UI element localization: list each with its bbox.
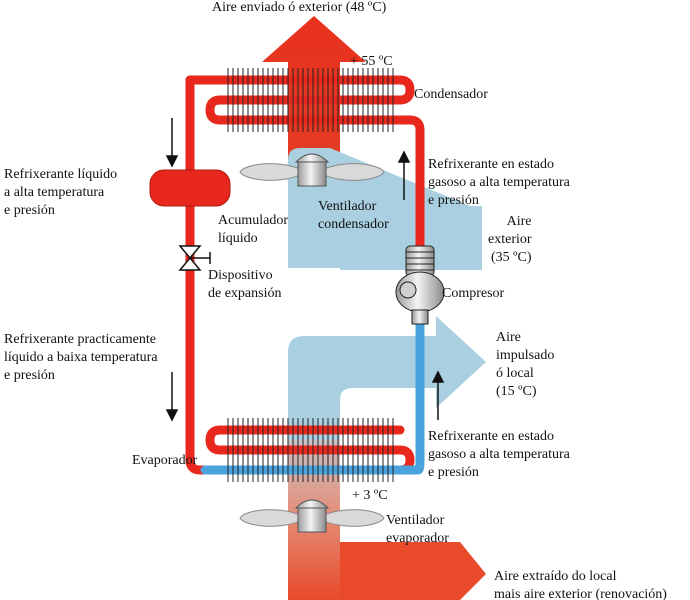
label-return-air-line-2: mais aire exterior (renovación) [494, 587, 667, 600]
label-expansion-line-1: Dispositivo [208, 268, 273, 283]
label-outside-air-line-2: exterior [488, 232, 532, 247]
label-fan-evaporator-line-1: Ventilador [386, 513, 445, 528]
label-liquid-high-line-3: e presión [4, 203, 55, 218]
label-supply-air-line-1: Aire [496, 330, 521, 345]
evaporator-fins [227, 418, 394, 482]
label-liquid-low-line-2: líquido a baixa temperatura [4, 350, 158, 365]
label-supply-air: Aire impulsado ó local (15 ºC) [496, 329, 554, 401]
label-accumulator-line-1: Acumulador [218, 213, 288, 228]
label-temp-cold: + 3 ºC [352, 488, 388, 503]
label-gas-high-bottom-line-1: Refrixerante en estado [428, 429, 554, 444]
label-liquid-high-line-2: a alta temperatura [4, 185, 105, 200]
label-liquid-low-line-3: e presión [4, 368, 55, 383]
label-supply-air-line-3: ó local [496, 366, 534, 381]
label-fan-evaporator-line-2: evaporador [386, 531, 449, 546]
label-return-air-line-1: Aire extraído do local [494, 569, 617, 584]
refrigerant-circuit [185, 75, 425, 475]
label-liquid-high-line-1: Refrixerante líquido [4, 167, 118, 182]
label-gas-high-bottom-line-3: e presión [428, 465, 479, 480]
label-fan-evaporator: Ventilador evaporador [386, 512, 449, 548]
label-fan-condenser: Ventilador condensador [318, 198, 389, 234]
fan-icon [239, 499, 385, 533]
label-gas-high-bottom-line-2: gasoso a alta temperatura [428, 447, 570, 462]
condenser-fins [227, 68, 394, 132]
label-evaporator: Evaporador [132, 453, 198, 468]
label-supply-air-line-4: (15 ºC) [496, 384, 537, 399]
label-liquid-low-line-1: Refrixerante practicamente [4, 332, 156, 347]
label-outside-air-line-3: (35 ºC) [491, 250, 532, 265]
label-outside-air-line-1: Aire [506, 214, 532, 229]
accumulator-icon [149, 169, 231, 207]
label-gas-high-top-line-1: Refrixerante en estado [428, 157, 554, 172]
label-accumulator-line-2: líquido [218, 231, 258, 246]
flow-arrow-icon [165, 118, 445, 422]
label-outside-air: Aire exterior (35 ºC) [488, 213, 532, 267]
compressor-icon [395, 245, 445, 325]
expansion-valve-icon [178, 245, 211, 271]
label-gas-high-top: Refrixerante en estado gasoso a alta tem… [428, 156, 570, 210]
label-temp-hot: + 55 ºC [350, 54, 393, 69]
label-return-air: Aire extraído do local mais aire exterio… [494, 568, 667, 600]
supply-air-arrow [288, 316, 486, 440]
label-expansion-line-2: de expansión [208, 286, 282, 301]
label-air-out-top: Aire enviado ó exterior (48 ºC) [212, 0, 387, 15]
label-accumulator: Acumulador líquido [218, 212, 288, 248]
label-gas-high-top-line-2: gasoso a alta temperatura [428, 175, 570, 190]
label-fan-condenser-line-1: Ventilador [318, 199, 377, 214]
label-gas-high-bottom: Refrixerante en estado gasoso a alta tem… [428, 428, 570, 482]
label-supply-air-line-2: impulsado [496, 348, 555, 363]
label-condenser: Condensador [414, 87, 488, 102]
label-expansion: Dispositivo de expansión [208, 267, 281, 303]
label-compressor: Compresor [442, 286, 505, 301]
label-gas-high-top-line-3: e presión [428, 193, 479, 208]
label-fan-condenser-line-2: condensador [318, 217, 389, 232]
label-liquid-high: Refrixerante líquido a alta temperatura … [4, 166, 117, 220]
fan-icon [239, 153, 385, 187]
label-liquid-low: Refrixerante practicamente líquido a bai… [4, 331, 158, 385]
